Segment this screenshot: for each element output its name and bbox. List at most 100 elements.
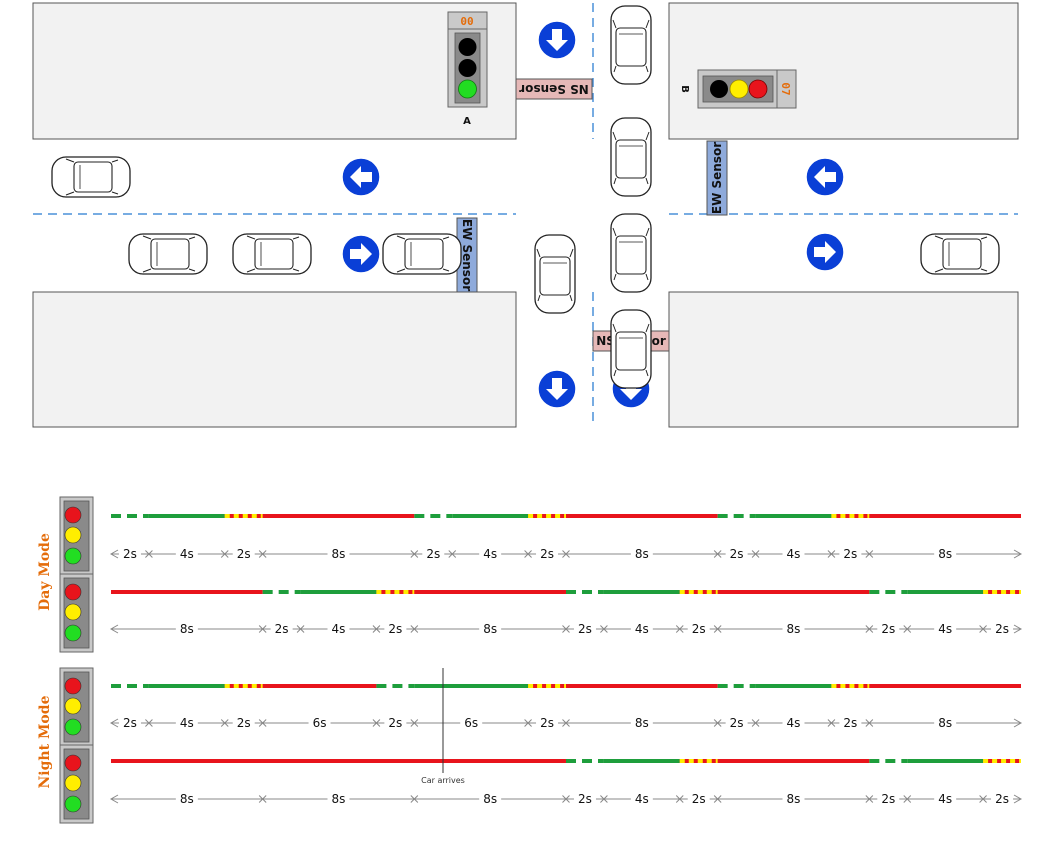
light-b-dark-lamp [710, 80, 728, 98]
tick-mark [865, 795, 874, 803]
mini-traffic-light [59, 496, 94, 576]
tick-mark [751, 719, 760, 727]
tick-mark [524, 550, 532, 558]
tick-mark [979, 795, 987, 803]
duration-label: 4s [938, 622, 952, 636]
car [51, 156, 131, 198]
tick-mark [296, 625, 305, 633]
light-b-red-lamp [748, 79, 768, 99]
light-a-yellow-lamp [458, 59, 477, 77]
svg-text:EW Sensor: EW Sensor [710, 142, 724, 214]
duration-label: 2s [995, 622, 1009, 636]
duration-label: 8s [180, 792, 194, 806]
duration-label: 2s [843, 547, 857, 561]
duration-label: 8s [180, 622, 194, 636]
tick-mark [410, 625, 419, 633]
duration-label: 2s [578, 792, 592, 806]
tick-mark [258, 550, 267, 558]
duration-label: 4s [787, 547, 801, 561]
car [382, 233, 462, 275]
tick-mark [562, 719, 570, 727]
mini-light-green-lamp [64, 547, 82, 565]
duration-label: 2s [237, 716, 251, 730]
svg-text:07: 07 [779, 82, 792, 95]
tick-mark [145, 550, 153, 558]
tick-mark [524, 719, 532, 727]
block-bottom-left [32, 291, 517, 428]
day-mode-label: Day Mode [37, 533, 53, 611]
tick-mark [410, 550, 419, 558]
arrow-left-icon [109, 718, 119, 728]
mini-light-red-lamp [64, 506, 82, 524]
light-a-green-lamp [458, 79, 477, 99]
mini-light-yellow-lamp [64, 603, 82, 621]
mini-traffic-light [59, 744, 94, 824]
duration-label: 8s [787, 792, 801, 806]
tick-mark [220, 550, 229, 558]
arrow-down-icon [537, 20, 577, 60]
tick-mark [410, 795, 419, 803]
duration-label: 8s [483, 792, 497, 806]
tick-mark [865, 719, 874, 727]
duration-label: 2s [692, 792, 706, 806]
duration-label: 2s [730, 547, 744, 561]
tick-mark [258, 719, 267, 727]
arrow-right-icon [805, 232, 845, 272]
car [128, 233, 208, 275]
car [232, 233, 312, 275]
mini-light-red-lamp [64, 583, 82, 601]
mini-light-yellow-lamp [64, 697, 82, 715]
mini-light-green-lamp [64, 718, 82, 736]
tick-mark [562, 625, 570, 633]
duration-label: 4s [787, 716, 801, 730]
duration-label: 2s [730, 716, 744, 730]
car-arrives-label: Car arrives [421, 776, 465, 785]
svg-text:EW Sensor: EW Sensor [460, 219, 474, 291]
tick-mark [410, 719, 419, 727]
svg-text:NS Sensor: NS Sensor [519, 82, 589, 96]
tick-mark [258, 625, 267, 633]
car [534, 234, 576, 314]
duration-label: 2s [275, 622, 289, 636]
arrow-left-icon [109, 794, 119, 804]
arrow-right-icon [1013, 624, 1023, 634]
tick-mark [865, 625, 874, 633]
mini-light-green-lamp [64, 624, 82, 642]
car [610, 117, 652, 197]
car [610, 5, 652, 85]
tick-mark [713, 795, 722, 803]
tick-mark [145, 719, 153, 727]
duration-label: 2s [540, 716, 554, 730]
svg-text:A: A [463, 116, 471, 127]
car [610, 309, 652, 389]
mini-light-yellow-lamp [64, 774, 82, 792]
car [610, 213, 652, 293]
tick-mark [600, 625, 608, 633]
tick-mark [675, 795, 684, 803]
mini-traffic-light [59, 667, 94, 747]
light-b-yellow-lamp [729, 79, 749, 99]
mini-light-yellow-lamp [64, 526, 82, 544]
arrow-left-icon [109, 624, 119, 634]
ew-sensor-right: EW Sensor [706, 140, 728, 216]
intersection-map: NS Sensor EW Sensor EW Sensor NS Sensor … [32, 2, 1019, 428]
tick-mark [675, 625, 684, 633]
light-a-red-lamp [458, 38, 477, 56]
arrow-left-icon [341, 157, 381, 197]
mini-light-red-lamp [64, 677, 82, 695]
duration-label: 2s [995, 792, 1009, 806]
duration-label: 8s [483, 622, 497, 636]
duration-label: 8s [787, 622, 801, 636]
duration-label: 2s [426, 547, 440, 561]
mini-traffic-light [59, 573, 94, 653]
tick-mark [713, 719, 722, 727]
arrow-left-icon [805, 157, 845, 197]
block-bottom-right [668, 291, 1019, 428]
duration-label: 8s [635, 547, 649, 561]
duration-label: 8s [938, 716, 952, 730]
arrow-left-icon [109, 549, 119, 559]
tick-mark [903, 625, 912, 633]
mini-light-red-lamp [64, 754, 82, 772]
